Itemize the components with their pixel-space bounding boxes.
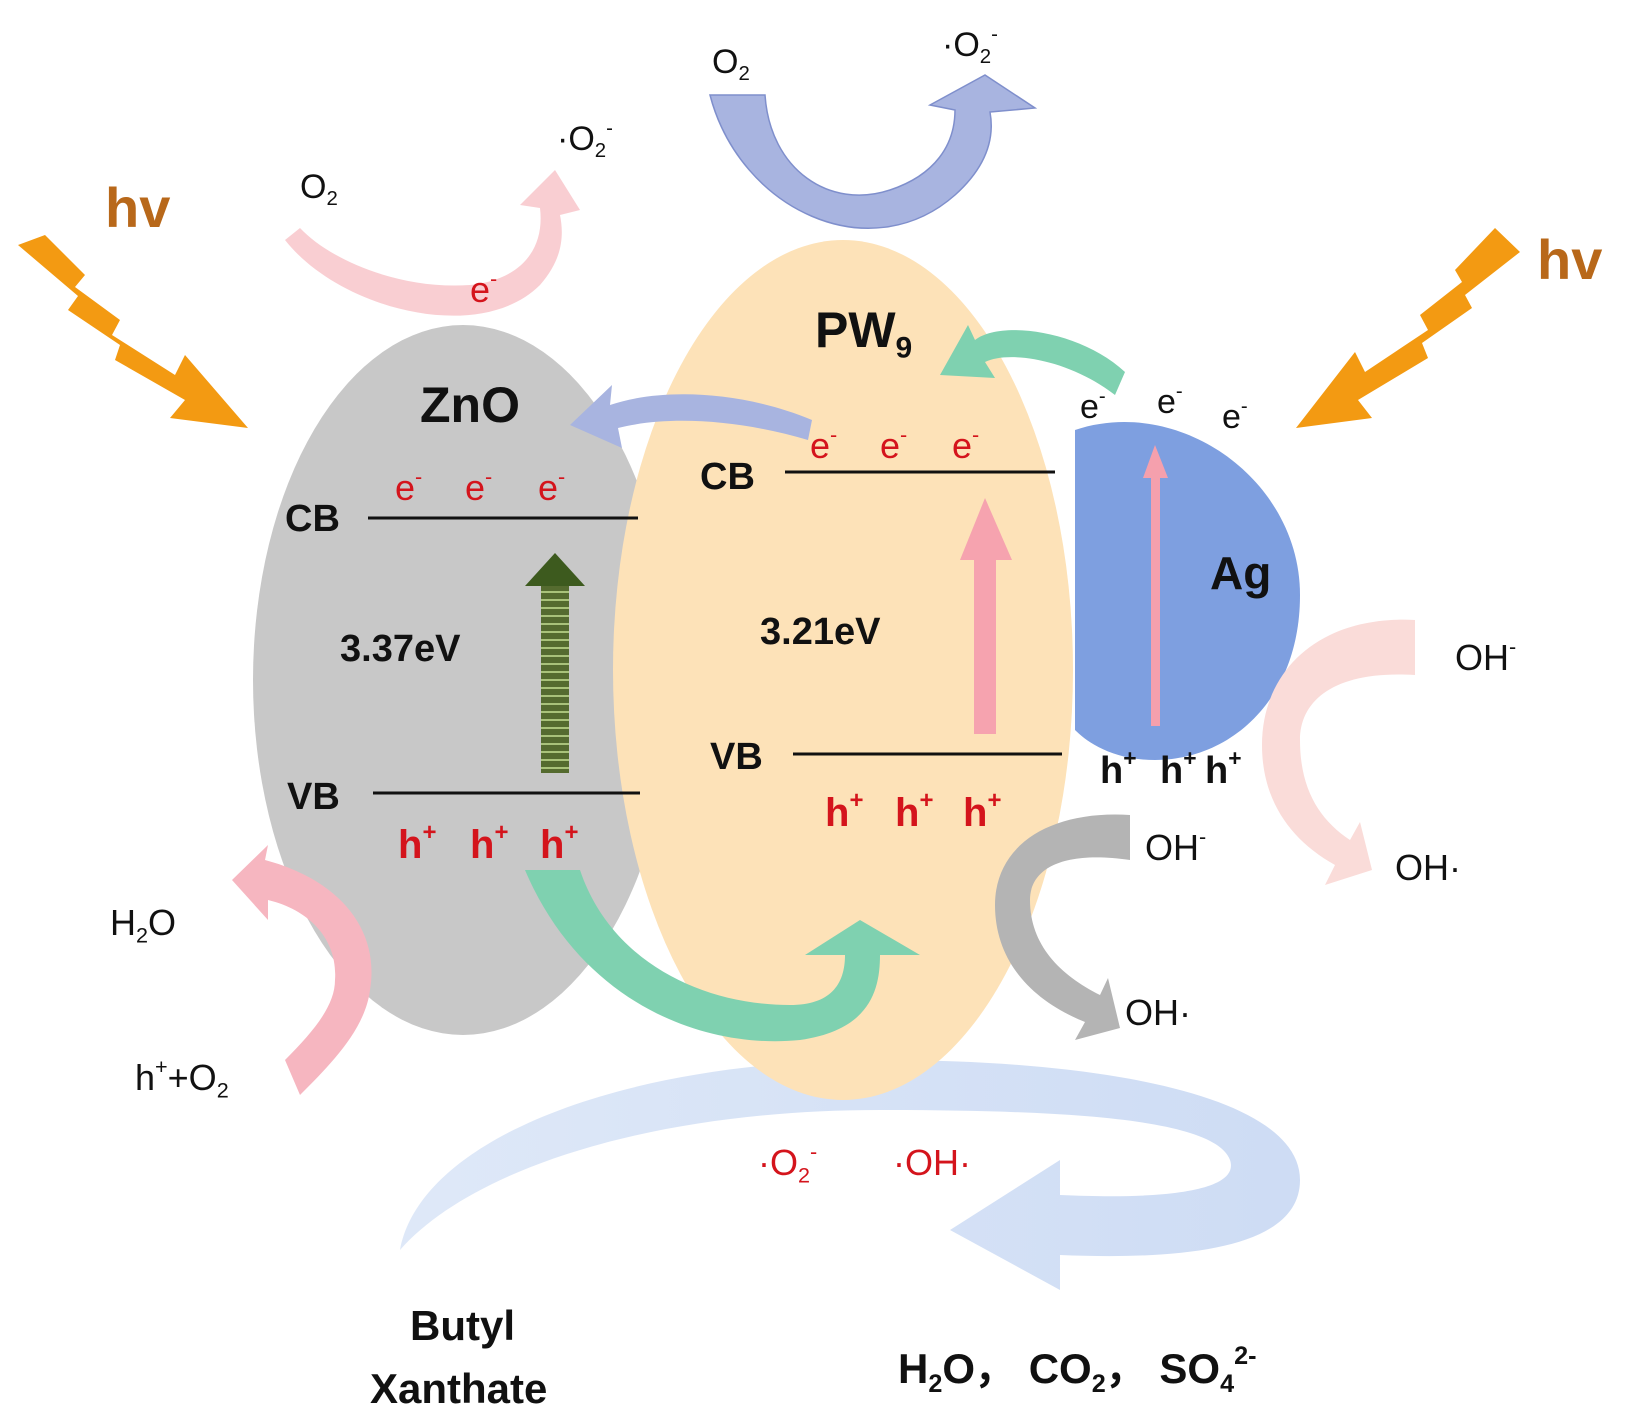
pw9-oxygen-reduction-arrow — [709, 74, 1038, 229]
pw9-vb-label: VB — [710, 736, 763, 778]
pw9-cb-electron-3: e- — [952, 421, 980, 466]
pw9-hydroxyl-product: OH· — [1125, 992, 1191, 1033]
ag-hydroxyl-product: OH· — [1395, 847, 1461, 888]
pw9-cb-electron-2: e- — [880, 421, 908, 466]
light-arrow-left — [18, 235, 248, 428]
zno-vb-hole-3: h+ — [540, 819, 579, 867]
ag-particle — [1075, 422, 1300, 760]
zno-bandgap-label: 3.37eV — [340, 628, 461, 670]
zno-cb-electron-1: e- — [395, 463, 423, 508]
pw9-bandgap-label: 3.21eV — [760, 611, 881, 653]
pollutant-line-1: Butyl — [410, 1302, 515, 1349]
ag-electron-3: e- — [1222, 395, 1248, 436]
pw9-cb-label: CB — [700, 456, 755, 498]
pw9-label: PW9 — [815, 302, 913, 365]
zno-vb-label: VB — [287, 776, 340, 818]
ag-label: Ag — [1210, 547, 1272, 599]
ag-hydroxide-reactant: OH- — [1455, 633, 1517, 678]
ag-to-pw9-transfer-arrow — [940, 325, 1125, 395]
water-label: H2O — [110, 902, 177, 948]
ag-electron-1: e- — [1080, 385, 1106, 426]
pw9-hydroxyl-arrow — [995, 814, 1130, 1040]
zno-vb-hole-2: h+ — [470, 819, 509, 867]
zno-top-electron: e- — [470, 265, 498, 310]
pw9-vb-hole-1: h+ — [825, 787, 864, 835]
pw9-vb-hole-3: h+ — [963, 787, 1002, 835]
zno-oxygen-reduction-arrow — [285, 170, 580, 316]
degradation-cycle-arrow — [400, 1060, 1300, 1290]
ag-hole-3: h+ — [1205, 744, 1242, 792]
zno-label: ZnO — [420, 377, 520, 433]
pollutant-line-2: Xanthate — [370, 1365, 548, 1412]
superoxide-radical-label: ·O2- — [758, 1138, 818, 1188]
zno-to-pw9-hole-arrow — [525, 870, 920, 1042]
zno-cb-label: CB — [285, 498, 340, 540]
ag-hole-2: h+ — [1160, 744, 1197, 792]
hydroxyl-radical-label: ·OH· — [893, 1142, 971, 1183]
pw9-o2-reactant: O2 — [712, 43, 750, 86]
zno-water-oxidation-arrow — [232, 845, 372, 1095]
ag-electron-2: e- — [1157, 380, 1183, 421]
ag-internal-arrow — [1143, 445, 1168, 726]
ag-hole-1: h+ — [1100, 744, 1137, 792]
zno-cb-electron-2: e- — [465, 463, 493, 508]
zno-vb-hole-1: h+ — [398, 819, 437, 867]
pw9-superoxide-product: ·O2- — [942, 23, 998, 69]
pw9-particle — [613, 240, 1073, 1100]
light-label-right: hv — [1537, 228, 1603, 291]
light-label-left: hv — [105, 176, 171, 239]
light-arrow-right — [1296, 228, 1520, 428]
pw9-vb-hole-2: h+ — [895, 787, 934, 835]
pw9-excitation-arrow — [960, 498, 1012, 734]
pw9-cb-electron-1: e- — [810, 421, 838, 466]
ag-hydroxyl-arrow — [1262, 619, 1415, 885]
zno-cb-electron-3: e- — [538, 463, 566, 508]
hole-oxygen-label: h++O2 — [135, 1053, 229, 1103]
pw9-to-zno-transfer-arrow — [570, 385, 812, 448]
zno-particle — [253, 325, 673, 1035]
zno-o2-reactant: O2 — [300, 168, 338, 211]
zno-superoxide-product: ·O2- — [557, 117, 613, 163]
zno-excitation-arrow — [525, 553, 585, 773]
degradation-products: H2O， CO2， SO42- — [898, 1342, 1257, 1398]
pw9-hydroxide-reactant: OH- — [1145, 823, 1207, 868]
